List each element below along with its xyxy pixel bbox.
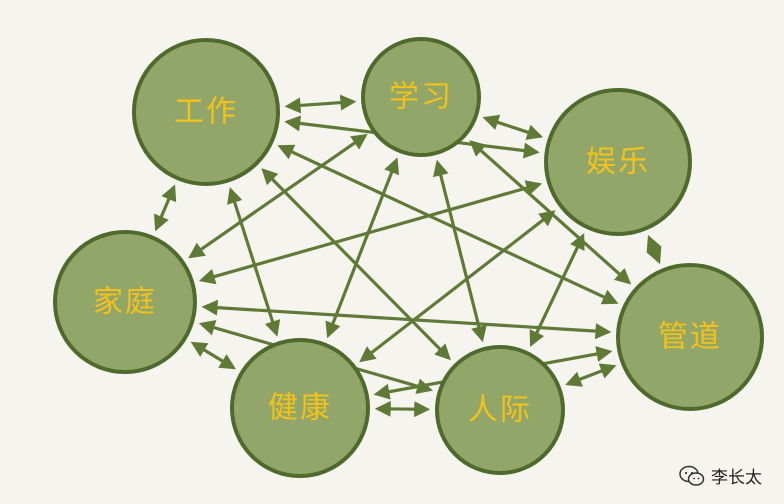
node-label-work: 工作 <box>174 95 238 130</box>
edge-entertainment-finance <box>646 234 662 265</box>
node-label-study: 学习 <box>389 80 453 115</box>
edge-entertainment-family <box>198 180 543 285</box>
edge-study-entertainment <box>482 114 544 140</box>
node-label-family: 家庭 <box>93 285 157 320</box>
node-label-social: 人际 <box>468 393 532 428</box>
edge-family-finance <box>201 299 612 340</box>
edge-work-study <box>284 94 357 114</box>
node-entertainment: 娱乐 <box>544 88 692 236</box>
node-finance: 管道 <box>616 263 764 411</box>
node-circle-work <box>132 38 280 186</box>
edge-social-finance <box>565 363 617 387</box>
node-family: 家庭 <box>53 230 197 374</box>
edges-layer <box>154 94 662 418</box>
node-circle-study <box>361 37 481 157</box>
node-label-health: 健康 <box>268 391 332 426</box>
node-circle-finance <box>616 263 764 411</box>
node-study: 学习 <box>361 37 481 157</box>
node-label-finance: 管道 <box>658 320 722 355</box>
node-circle-entertainment <box>544 88 692 236</box>
node-health: 健康 <box>230 338 370 478</box>
wechat-icon <box>679 465 705 486</box>
edge-health-social <box>374 400 431 418</box>
node-circle-health <box>230 338 370 478</box>
edge-study-social <box>432 159 487 343</box>
watermark: 李长太 <box>679 463 762 488</box>
node-circle-family <box>53 230 197 374</box>
edge-entertainment-health <box>359 210 556 363</box>
edge-work-family <box>154 184 177 232</box>
watermark-text: 李长太 <box>711 468 762 488</box>
edge-family-health <box>190 341 237 370</box>
node-social: 人际 <box>435 345 565 475</box>
node-circle-social <box>435 345 565 475</box>
node-label-entertainment: 娱乐 <box>586 145 650 180</box>
node-work: 工作 <box>132 38 280 186</box>
